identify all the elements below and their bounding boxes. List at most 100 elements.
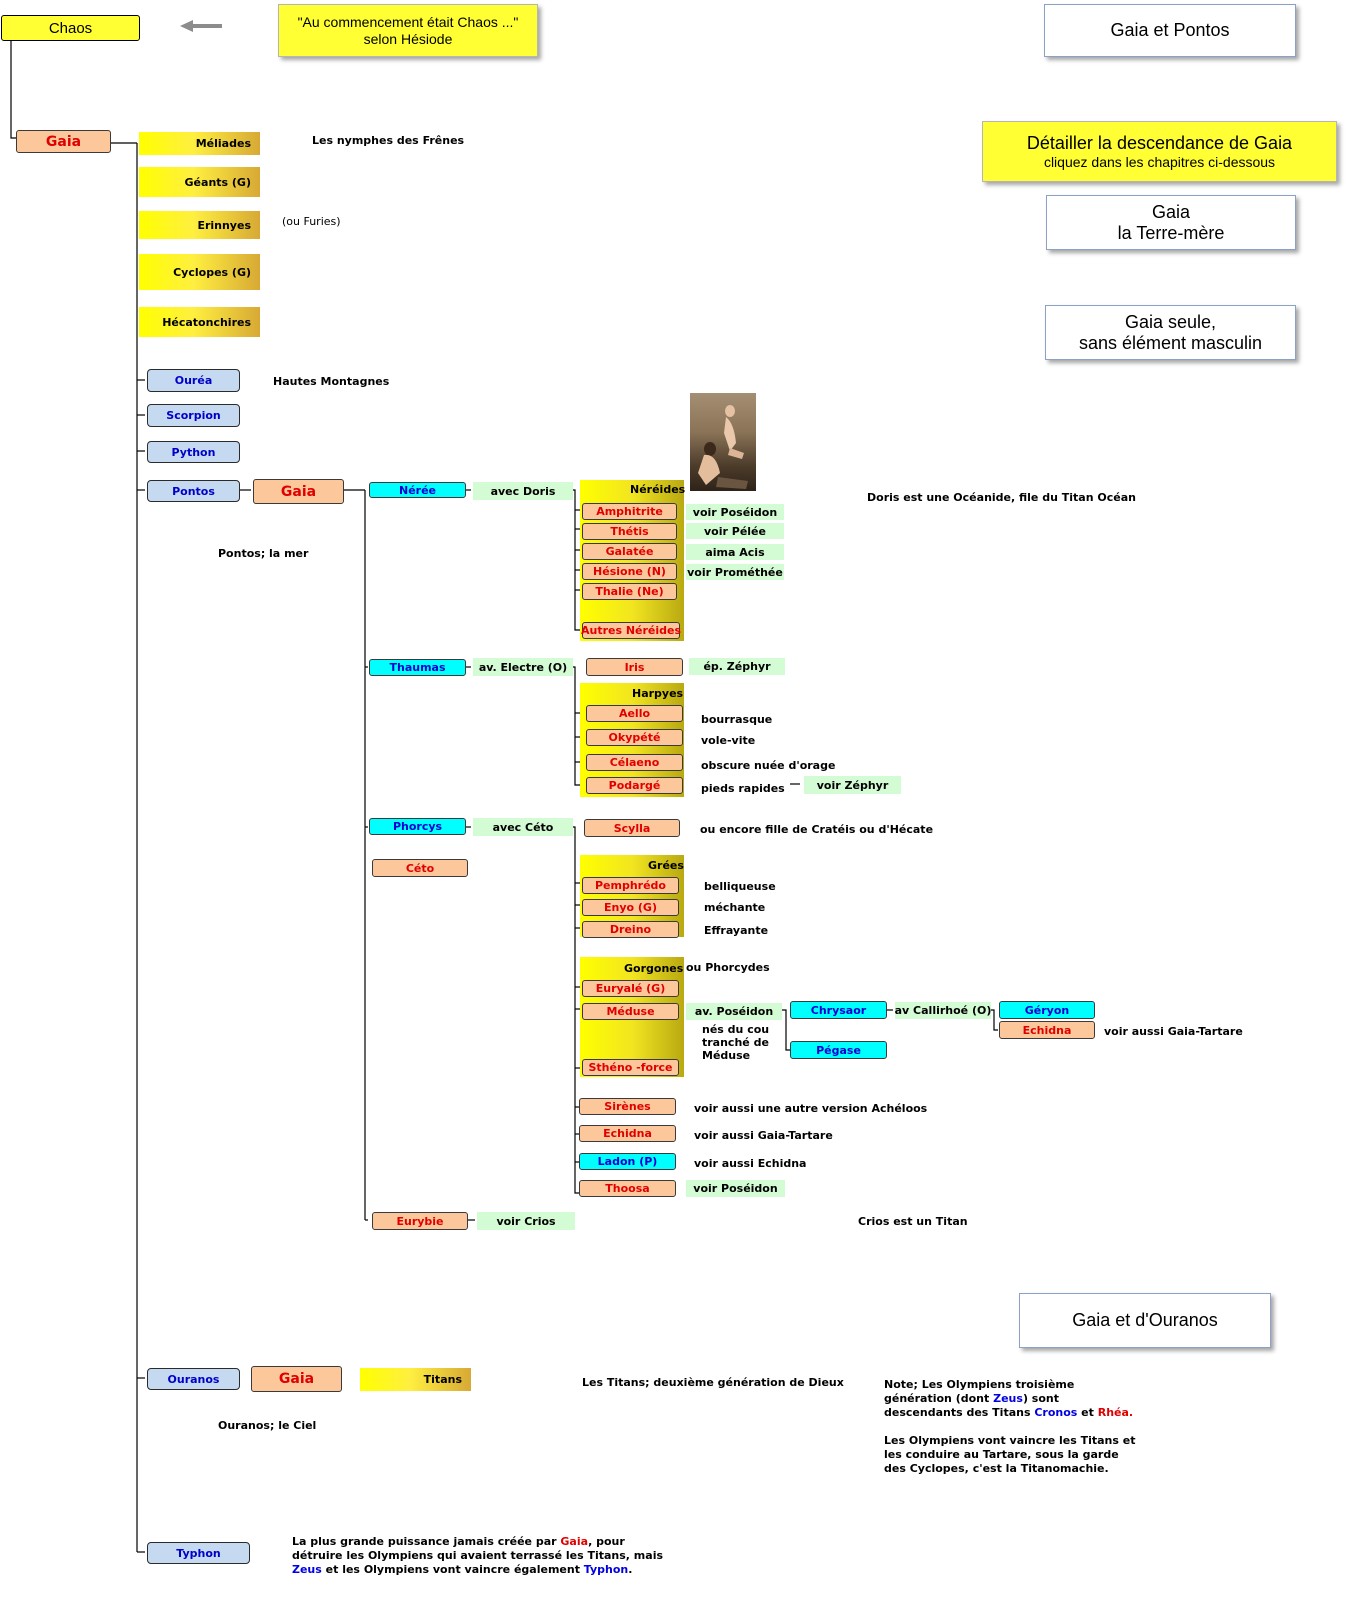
cyclopes-node[interactable]: Cyclopes (G) bbox=[139, 254, 260, 290]
dreino-node[interactable]: Dreino bbox=[582, 921, 679, 938]
ourea-note: Hautes Montagnes bbox=[273, 375, 390, 388]
python-label: Python bbox=[171, 445, 216, 459]
scorpion-node[interactable]: Scorpion bbox=[147, 404, 240, 427]
python-node[interactable]: Python bbox=[147, 441, 240, 463]
pontos-node[interactable]: Pontos bbox=[147, 480, 240, 502]
erinnyes-label: Erinnyes bbox=[197, 218, 251, 232]
celaeno-label: Célaeno bbox=[609, 756, 660, 769]
hecatonchires-node[interactable]: Hécatonchires bbox=[139, 307, 260, 337]
eurybie-label: Eurybie bbox=[396, 1214, 444, 1228]
gaia-seule-box[interactable]: Gaia seule, sans élément masculin bbox=[1045, 305, 1296, 360]
typhon-node[interactable]: Typhon bbox=[147, 1542, 250, 1564]
terre-mere-box[interactable]: Gaia la Terre-mère bbox=[1046, 195, 1296, 250]
iris-note: ép. Zéphyr bbox=[689, 658, 785, 675]
olympians-spacer bbox=[884, 1420, 1144, 1434]
gaia-seule-line-1: Gaia seule, bbox=[1124, 311, 1217, 332]
echidna-note: voir aussi Gaia-Tartare bbox=[694, 1129, 833, 1142]
gaia-highlight: Gaia bbox=[560, 1535, 589, 1548]
chrysaor-node[interactable]: Chrysaor bbox=[790, 1001, 887, 1019]
geants-node[interactable]: Géants (G) bbox=[139, 167, 260, 197]
pemphredo-node[interactable]: Pemphrédo bbox=[582, 877, 679, 894]
euryale-node[interactable]: Euryalé (G) bbox=[582, 980, 679, 997]
voir-crios-note[interactable]: voir Crios bbox=[477, 1212, 575, 1230]
okypete-label: Okypété bbox=[608, 731, 661, 744]
neree-node[interactable]: Nérée bbox=[369, 482, 466, 498]
olympians-sont: ) sont bbox=[1022, 1392, 1059, 1405]
gaia-seule-line-2: sans élément masculin bbox=[1078, 332, 1263, 353]
gaia-ouranos-box[interactable]: Gaia et d'Ouranos bbox=[1019, 1293, 1271, 1348]
enyo-note: méchante bbox=[704, 901, 766, 914]
olympians-line-1: Note; Les Olympiens troisième bbox=[884, 1378, 1075, 1391]
chaos-box[interactable]: Chaos bbox=[1, 15, 140, 41]
scylla-node[interactable]: Scylla bbox=[584, 819, 680, 837]
stheno-node[interactable]: Sthéno -force bbox=[582, 1059, 679, 1076]
erinnyes-node[interactable]: Erinnyes bbox=[139, 211, 260, 239]
podarge-node[interactable]: Podargé bbox=[586, 777, 683, 794]
amphitrite-node[interactable]: Amphitrite bbox=[582, 503, 677, 520]
sirenes-node[interactable]: Sirènes bbox=[579, 1098, 676, 1115]
olympians-note: Note; Les Olympiens troisième génération… bbox=[884, 1378, 1144, 1476]
pegase-node[interactable]: Pégase bbox=[790, 1041, 887, 1059]
zeus-highlight: Zeus bbox=[993, 1392, 1023, 1405]
ceto-node[interactable]: Céto bbox=[372, 859, 468, 877]
enyo-label: Enyo (G) bbox=[604, 901, 657, 914]
hesione-note[interactable]: voir Prométhée bbox=[686, 564, 784, 580]
titans-node[interactable]: Titans bbox=[360, 1368, 471, 1391]
scylla-note: ou encore fille de Cratéis ou d'Hécate bbox=[700, 823, 934, 836]
callirhoe-label: av Callirhoé (O) bbox=[894, 1004, 992, 1017]
celaeno-node[interactable]: Célaeno bbox=[586, 754, 683, 771]
ourea-node[interactable]: Ouréa bbox=[147, 369, 240, 392]
meliades-node[interactable]: Méliades bbox=[139, 132, 260, 155]
thalie-node[interactable]: Thalie (Ne) bbox=[582, 583, 677, 600]
titans-note: Les Titans; deuxième génération de Dieux bbox=[582, 1376, 844, 1389]
amphitrite-note-label: voir Poséidon bbox=[692, 505, 778, 519]
aello-label: Aello bbox=[618, 707, 651, 720]
thaumas-with-label: av. Electre (O) bbox=[478, 660, 568, 674]
galatee-node[interactable]: Galatée bbox=[582, 543, 677, 560]
ladon-node[interactable]: Ladon (P) bbox=[579, 1153, 676, 1170]
echidna-node[interactable]: Echidna bbox=[579, 1125, 676, 1142]
thoosa-node[interactable]: Thoosa bbox=[579, 1180, 676, 1197]
ouranos-node[interactable]: Ouranos bbox=[147, 1368, 240, 1390]
iris-node[interactable]: Iris bbox=[586, 658, 683, 676]
eurybie-node[interactable]: Eurybie bbox=[372, 1212, 468, 1230]
meduse-with-poseidon[interactable]: av. Poséidon bbox=[686, 1003, 782, 1020]
meduse-node[interactable]: Méduse bbox=[582, 1003, 679, 1020]
hesione-node[interactable]: Hésione (N) bbox=[582, 563, 677, 580]
ouranos-sky-note: Ouranos; le Ciel bbox=[218, 1419, 317, 1432]
autres-nereides-node[interactable]: Autres Néréides bbox=[581, 622, 681, 639]
phorcys-node[interactable]: Phorcys bbox=[369, 818, 466, 835]
ouranos-gaia-node[interactable]: Gaia bbox=[251, 1366, 342, 1392]
okypete-node[interactable]: Okypété bbox=[586, 729, 683, 746]
enyo-node[interactable]: Enyo (G) bbox=[582, 899, 679, 916]
rhea-highlight: Rhéa. bbox=[1097, 1406, 1134, 1419]
neree-with-doris: avec Doris bbox=[473, 482, 573, 500]
thetis-node[interactable]: Thétis bbox=[582, 523, 677, 540]
detail-descendance-box[interactable]: Détailler la descendance de Gaia cliquez… bbox=[982, 121, 1337, 182]
voir-zephyr-note[interactable]: voir Zéphyr bbox=[804, 776, 901, 794]
gaia-ouranos-label: Gaia et d'Ouranos bbox=[1072, 1310, 1218, 1330]
thetis-note[interactable]: voir Pélée bbox=[686, 523, 784, 539]
typhon-highlight: Typhon bbox=[583, 1563, 629, 1576]
geryon-node[interactable]: Géryon bbox=[999, 1001, 1095, 1019]
gorgones-title: Gorgones bbox=[624, 962, 684, 975]
ouranos-gaia-label: Gaia bbox=[278, 1371, 315, 1387]
amphitrite-note[interactable]: voir Poséidon bbox=[686, 504, 784, 520]
titanomachie-line-3: des Cyclopes, c'est la Titanomachie. bbox=[884, 1462, 1109, 1475]
pegase-label: Pégase bbox=[816, 1043, 861, 1057]
echidna-gorgon-node[interactable]: Echidna bbox=[999, 1021, 1095, 1039]
thoosa-note[interactable]: voir Poséidon bbox=[686, 1180, 785, 1197]
gaia-node[interactable]: Gaia bbox=[16, 130, 111, 153]
pontos-gaia-node[interactable]: Gaia bbox=[253, 479, 344, 504]
celaeno-note: obscure nuée d'orage bbox=[701, 759, 836, 772]
scorpion-label: Scorpion bbox=[166, 409, 221, 422]
aello-node[interactable]: Aello bbox=[586, 705, 683, 722]
echidna-gorgon-label: Echidna bbox=[1022, 1023, 1072, 1037]
detail-line-2: cliquez dans les chapitres ci-dessous bbox=[1043, 153, 1276, 170]
iris-note-label: ép. Zéphyr bbox=[703, 660, 771, 673]
thaumas-node[interactable]: Thaumas bbox=[369, 659, 466, 676]
gaia-pontos-box[interactable]: Gaia et Pontos bbox=[1044, 4, 1296, 57]
painting-thumbnail[interactable] bbox=[690, 393, 756, 491]
phorcys-with-label: avec Céto bbox=[492, 820, 554, 834]
